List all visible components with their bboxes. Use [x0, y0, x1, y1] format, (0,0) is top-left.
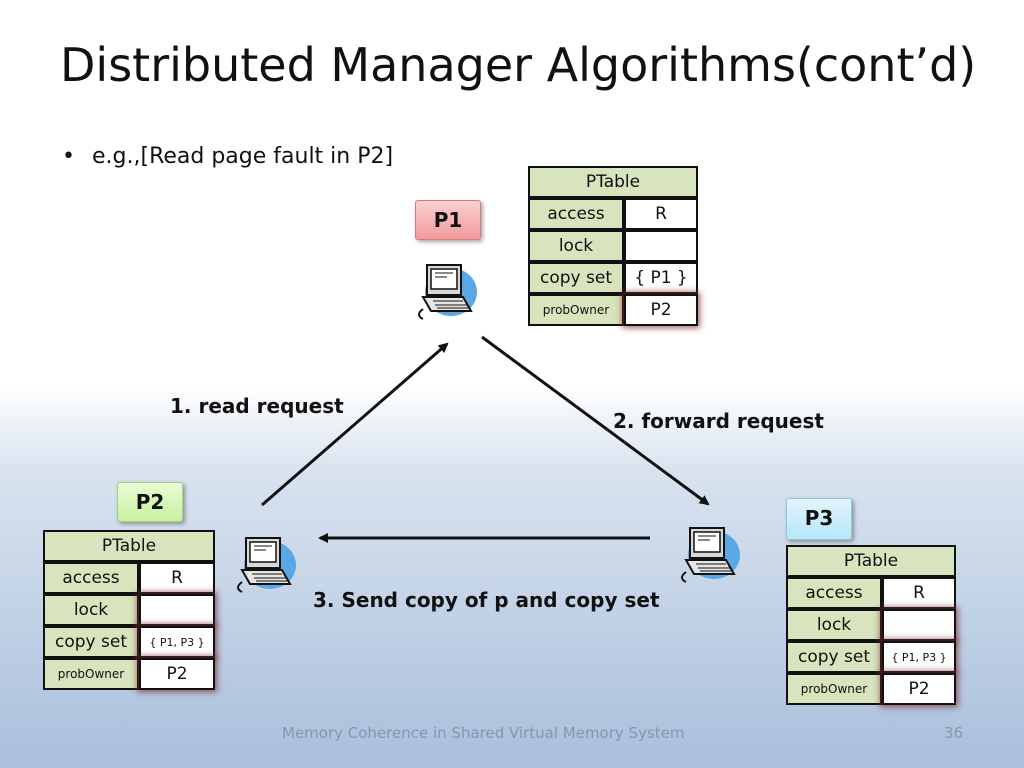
edge-label-forward-request: 2. forward request [613, 409, 824, 433]
access-value: R [882, 577, 956, 609]
bullet-dot: • [62, 144, 75, 169]
copyset-label: copy set [43, 626, 139, 658]
lock-label: lock [786, 609, 882, 641]
probowner-value: P2 [624, 294, 698, 326]
copyset-value: { P1 } [624, 262, 698, 294]
access-value: R [624, 198, 698, 230]
computer-icon-p3 [681, 527, 741, 583]
computer-icon-p1 [418, 264, 478, 320]
lock-label: lock [528, 230, 624, 262]
lock-value [882, 609, 956, 641]
page-number: 36 [944, 724, 964, 742]
edge-label-send-copy: 3. Send copy of p and copy set [313, 588, 660, 612]
probowner-label: probOwner [43, 658, 139, 690]
computer-icon-p2 [237, 537, 297, 593]
probowner-value: P2 [882, 673, 956, 705]
bullet-bold: e.g., [92, 144, 141, 169]
probowner-label: probOwner [786, 673, 882, 705]
ptable-header: PTable [786, 545, 956, 577]
access-label: access [528, 198, 624, 230]
bullet-item: • e.g.,[Read page fault in P2] [62, 144, 393, 169]
lock-value [624, 230, 698, 262]
copyset-value: { P1, P3 } [882, 641, 956, 673]
probowner-value: P2 [139, 658, 215, 690]
copyset-label: copy set [786, 641, 882, 673]
copyset-label: copy set [528, 262, 624, 294]
lock-value [139, 594, 215, 626]
node-label-p2: P2 [117, 482, 183, 522]
bullet-text: [Read page fault in P2] [140, 144, 394, 169]
edge-label-read-request: 1. read request [170, 394, 344, 418]
node-label-p1: P1 [415, 200, 481, 240]
ptable-header: PTable [528, 166, 698, 198]
copyset-value: { P1, P3 } [139, 626, 215, 658]
access-value: R [139, 562, 215, 594]
ptable-header: PTable [43, 530, 215, 562]
access-label: access [786, 577, 882, 609]
slide-footer: Memory Coherence in Shared Virtual Memor… [282, 724, 685, 742]
slide-title: Distributed Manager Algorithms(cont’d) [60, 38, 977, 92]
access-label: access [43, 562, 139, 594]
arrow-forward-request [481, 335, 710, 506]
node-label-p3: P3 [786, 498, 852, 540]
lock-label: lock [43, 594, 139, 626]
arrow-read-request [261, 342, 449, 507]
probowner-label: probOwner [528, 294, 624, 326]
